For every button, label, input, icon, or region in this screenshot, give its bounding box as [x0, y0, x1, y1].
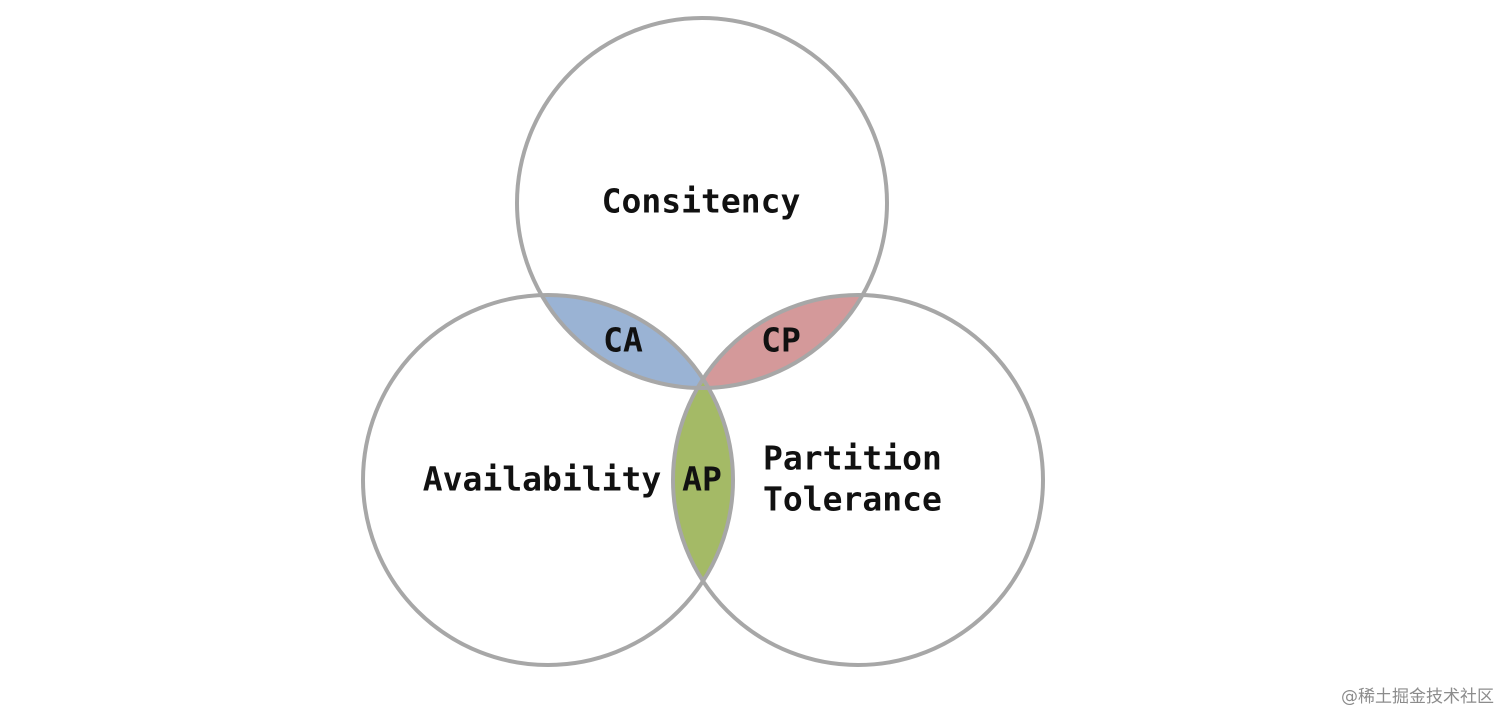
partition-label-line1: Partition — [763, 439, 942, 478]
ap-label: AP — [682, 460, 722, 499]
availability-label: Availability — [423, 460, 661, 499]
partition-tolerance-circle — [671, 293, 1045, 667]
availability-circle — [361, 293, 735, 667]
consistency-label: Consitency — [602, 182, 801, 221]
partition-label-line2: Tolerance — [763, 480, 942, 519]
ca-label: CA — [603, 321, 643, 360]
consistency-circle — [515, 16, 889, 390]
watermark: @稀土掘金技术社区 — [1341, 687, 1494, 707]
cp-label: CP — [761, 321, 801, 360]
